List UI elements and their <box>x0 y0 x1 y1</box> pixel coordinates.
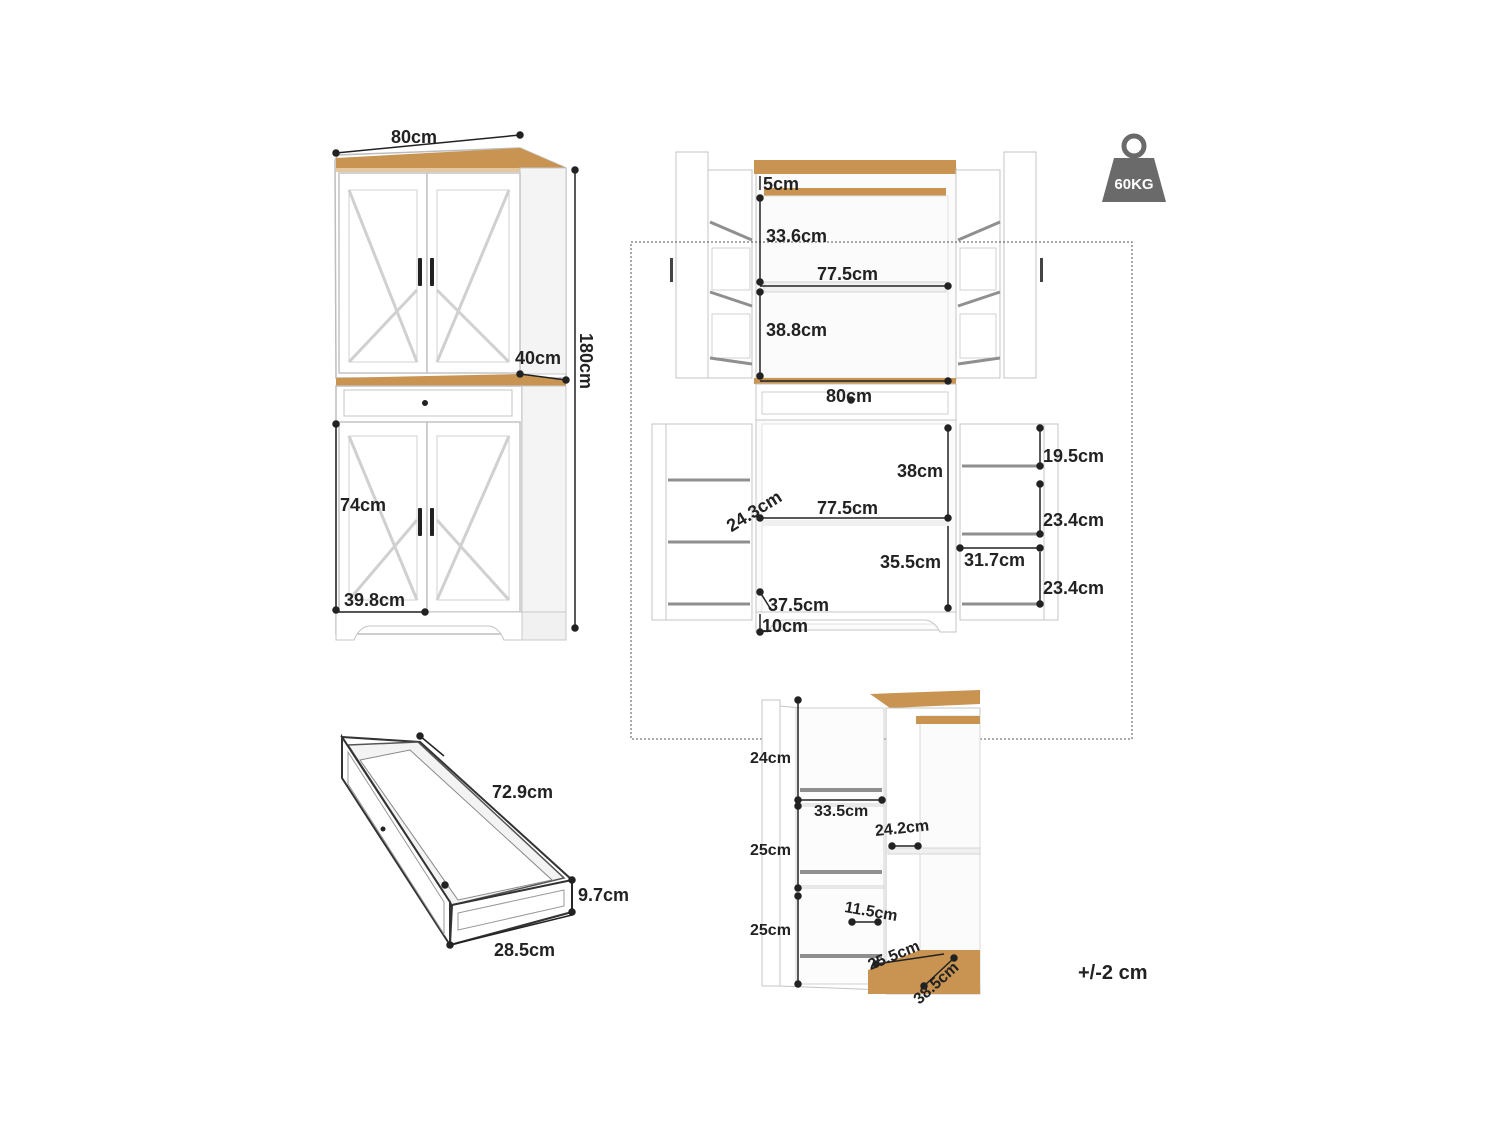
drawer-illustration <box>340 733 573 949</box>
weight-icon <box>1102 133 1166 202</box>
door-rack-3-label: 23.4cm <box>1043 578 1105 598</box>
door-rack-2-label: 23.4cm <box>1043 510 1105 530</box>
front-depth-label: 40cm <box>515 348 562 368</box>
tolerance-note: +/-2 cm <box>1078 962 1148 984</box>
front-dimension-lines <box>332 131 579 632</box>
side-detail-view <box>761 690 981 995</box>
upper-bottom-shelf-label: 38.8cm <box>766 320 828 340</box>
handle <box>418 258 422 286</box>
lower-bottom-space-label: 35.5cm <box>880 552 942 572</box>
open-cabinet-upper <box>670 151 1043 384</box>
drawer-width-label: 28.5cm <box>494 940 556 960</box>
upper-inner-width-label: 77.5cm <box>817 264 879 284</box>
front-height-label: 180cm <box>576 333 596 390</box>
drawer-length-label: 72.9cm <box>492 782 554 802</box>
weight-label: 60KG <box>1114 176 1154 193</box>
handle <box>430 258 434 286</box>
lower-height-label: 37.5cm <box>768 595 830 615</box>
lower-door-width-label: 39.8cm <box>344 590 406 610</box>
handle <box>430 508 434 536</box>
top-panel-label: 5cm <box>763 174 800 194</box>
door-rack-width-label: 31.7cm <box>964 550 1026 570</box>
lower-right-door <box>426 421 521 613</box>
top-wood-panel <box>336 148 566 168</box>
lower-top-space-label: 38cm <box>897 461 944 481</box>
side-rack-2-label: 25cm <box>750 842 791 859</box>
upper-right-door <box>426 172 521 374</box>
base-plinth <box>335 611 523 641</box>
drawer-knob <box>422 400 428 406</box>
side-dimension-lines <box>794 696 958 990</box>
lower-left-door <box>338 421 428 613</box>
base-height-label: 10cm <box>762 616 809 636</box>
upper-left-door <box>338 172 428 374</box>
upper-top-shelf-label: 33.6cm <box>766 226 828 246</box>
middle-wood-panel <box>336 374 566 386</box>
open-cabinet-lower <box>651 383 1059 633</box>
side-rack-3-label: 25cm <box>750 922 791 939</box>
side-rack-width-label: 33.5cm <box>814 803 869 820</box>
door-rack-1-label: 19.5cm <box>1043 446 1105 466</box>
side-rack-1-label: 24cm <box>750 750 791 767</box>
front-width-label: 80cm <box>391 127 438 147</box>
open-dimension-lines <box>756 176 1044 636</box>
handle <box>418 508 422 536</box>
front-view-cabinet <box>334 147 567 641</box>
weight-badge: 60KG <box>1103 134 1165 204</box>
drawer-dimension-lines <box>416 732 576 949</box>
lower-inner-width-label: 77.5cm <box>817 498 879 518</box>
drawer-height-label: 9.7cm <box>578 885 630 905</box>
middle-width-label: 80cm <box>826 386 873 406</box>
lower-door-height-label: 74cm <box>340 495 387 515</box>
